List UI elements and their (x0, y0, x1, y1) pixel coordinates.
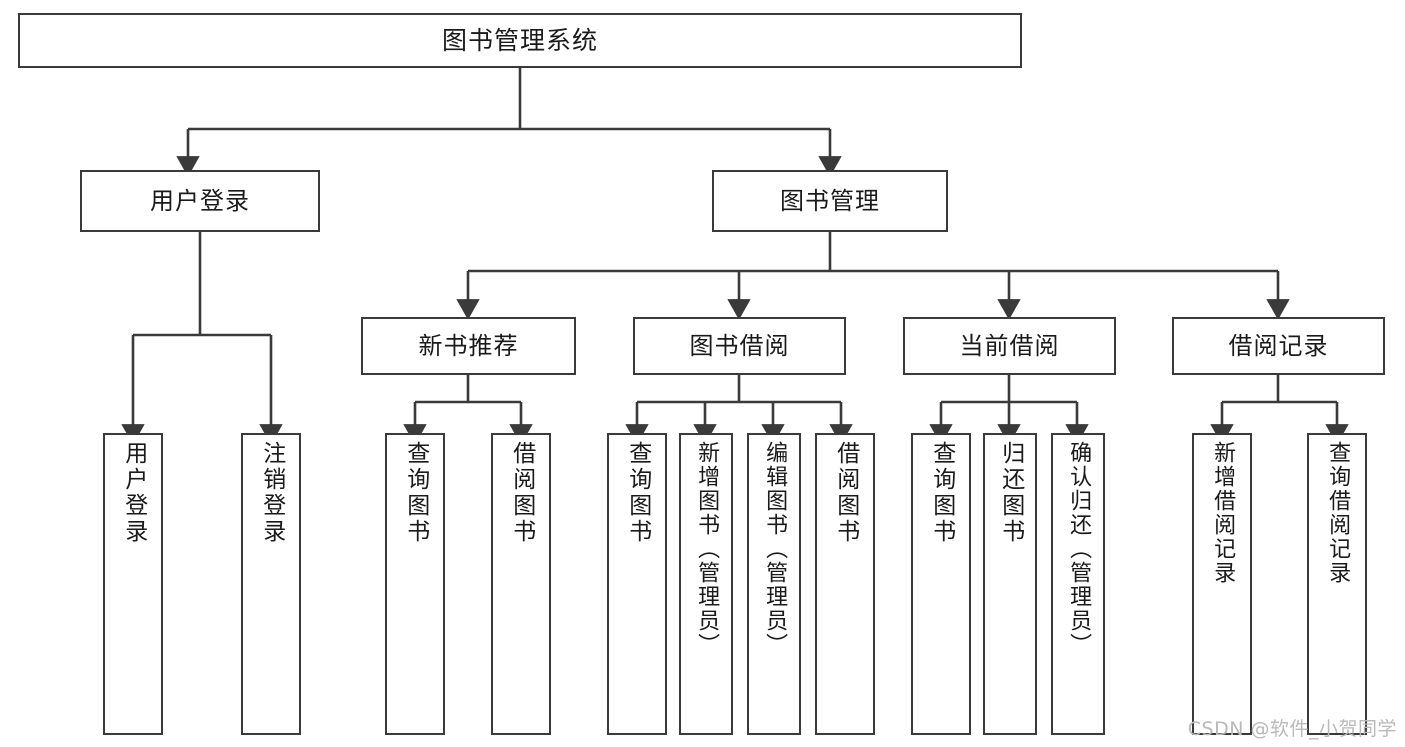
leaf-borrow-book[interactable]: 借阅图书 (815, 433, 875, 735)
leaf-query-book-current[interactable]: 查询图书 (911, 433, 971, 735)
node-current-borrow[interactable]: 当前借阅 (903, 317, 1116, 375)
node-label: 查询图书 (928, 441, 955, 545)
node-label: 新增借阅记录 (1210, 441, 1236, 585)
leaf-edit-book-admin[interactable]: 编辑图书（管理员） (747, 433, 801, 735)
node-label: 编辑图书（管理员） (762, 441, 788, 657)
node-label: 注销登录 (258, 441, 285, 545)
node-borrow-record[interactable]: 借阅记录 (1172, 317, 1385, 375)
node-label: 确认归还（管理员） (1066, 441, 1092, 657)
node-label: 当前借阅 (959, 331, 1060, 360)
node-user-login[interactable]: 用户登录 (80, 170, 320, 232)
leaf-user-login[interactable]: 用户登录 (103, 433, 163, 735)
node-label: 借阅图书 (832, 441, 859, 545)
node-label: 借阅图书 (508, 441, 535, 545)
leaf-return-book[interactable]: 归还图书 (983, 433, 1037, 735)
leaf-add-book-admin[interactable]: 新增图书（管理员） (679, 433, 733, 735)
node-label: 用户登录 (150, 186, 250, 215)
node-label: 查询借阅记录 (1325, 441, 1351, 585)
node-label: 新书推荐 (418, 331, 519, 360)
node-root-book-management-system[interactable]: 图书管理系统 (18, 13, 1022, 68)
leaf-query-book-borrow[interactable]: 查询图书 (607, 433, 667, 735)
node-book-borrow[interactable]: 图书借阅 (633, 317, 846, 375)
node-label: 查询图书 (402, 441, 429, 545)
csdn-watermark: CSDN @软件_小贺同学 (1187, 718, 1397, 740)
leaf-logout[interactable]: 注销登录 (241, 433, 301, 735)
node-label: 借阅记录 (1228, 331, 1329, 360)
leaf-confirm-return-admin[interactable]: 确认归还（管理员） (1051, 433, 1105, 735)
node-label: 图书借阅 (689, 331, 790, 360)
leaf-add-borrow-record[interactable]: 新增借阅记录 (1192, 433, 1252, 735)
node-new-book-recommend[interactable]: 新书推荐 (361, 317, 576, 375)
leaf-query-borrow-record[interactable]: 查询借阅记录 (1307, 433, 1367, 735)
node-label: 查询图书 (624, 441, 651, 545)
node-label: 新增图书（管理员） (694, 441, 720, 657)
node-label: 归还图书 (997, 441, 1024, 545)
node-label: 图书管理系统 (441, 25, 598, 55)
node-label: 用户登录 (120, 441, 147, 545)
leaf-query-book-recommend[interactable]: 查询图书 (385, 433, 445, 735)
node-label: 图书管理 (780, 186, 880, 215)
leaf-borrow-book-recommend[interactable]: 借阅图书 (491, 433, 551, 735)
node-book-management[interactable]: 图书管理 (712, 170, 948, 232)
